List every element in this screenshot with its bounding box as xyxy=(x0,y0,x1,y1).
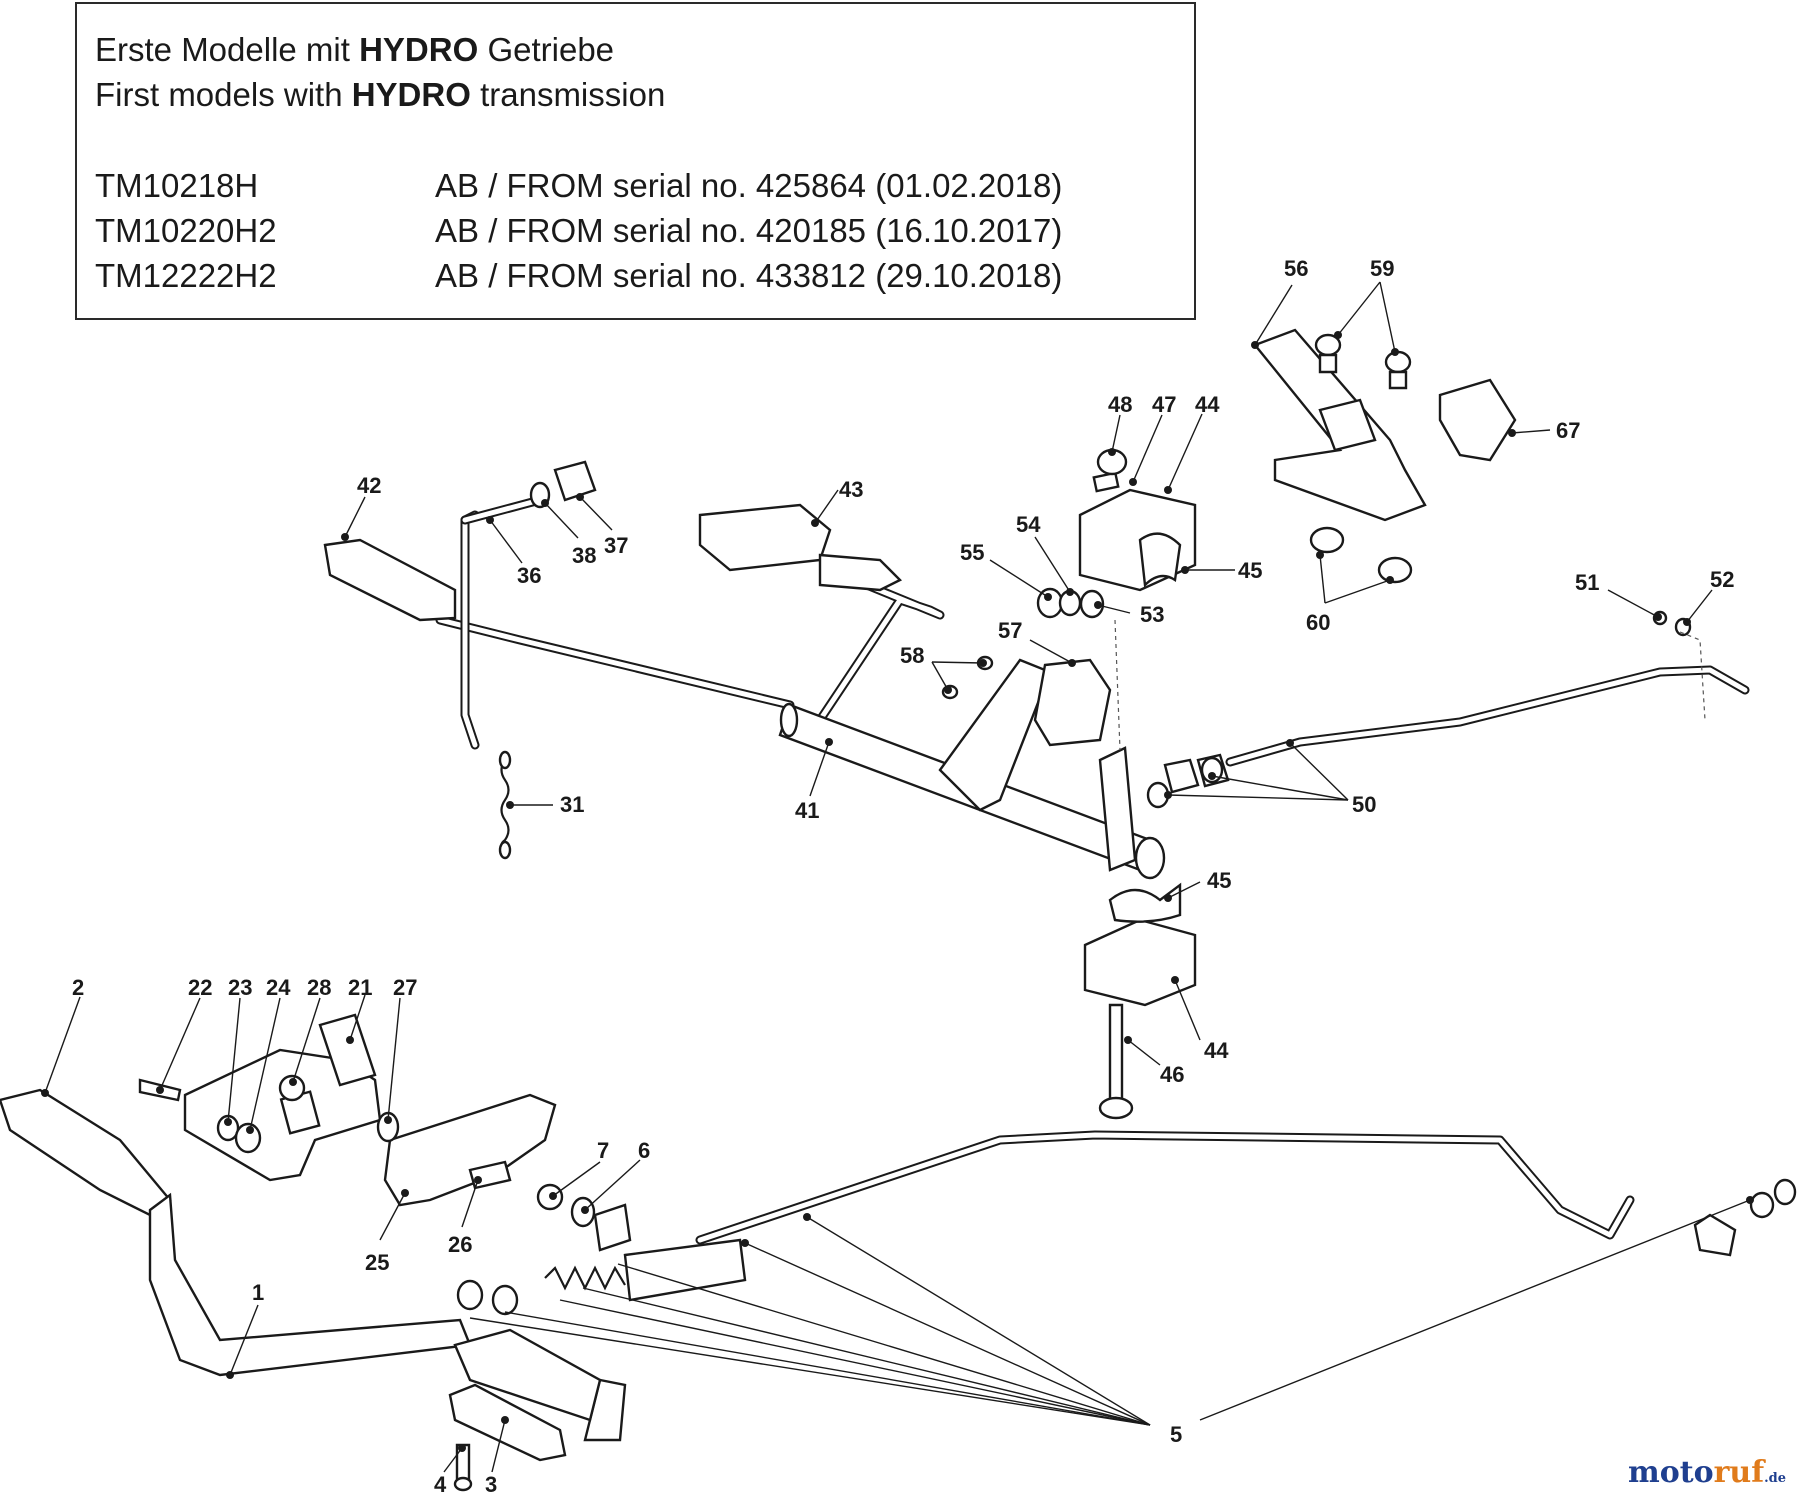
callout-58: 58 xyxy=(900,643,924,668)
model-name: TM12222H2 xyxy=(95,257,277,294)
callout-37: 37 xyxy=(604,533,628,558)
callout-57: 57 xyxy=(998,618,1022,643)
callout-60: 60 xyxy=(1306,610,1330,635)
callout-36: 36 xyxy=(517,563,541,588)
callout-4: 4 xyxy=(434,1472,447,1497)
serial-range: AB / FROM serial no. 425864 (01.02.2018) xyxy=(435,167,1063,204)
callout-50: 50 xyxy=(1352,792,1376,817)
model-info-box: Erste Modelle mit HYDRO Getriebe First m… xyxy=(75,2,1196,320)
callout-44-upper: 44 xyxy=(1195,392,1220,417)
callout-67: 67 xyxy=(1556,418,1580,443)
motoruf-logo: motoruf.de xyxy=(1627,1455,1786,1490)
callout-5: 5 xyxy=(1170,1422,1182,1447)
callout-41: 41 xyxy=(795,798,819,823)
callout-54: 54 xyxy=(1016,512,1041,537)
callout-56: 56 xyxy=(1284,256,1308,281)
callout-44-lower: 44 xyxy=(1204,1038,1229,1063)
upper-right-parts xyxy=(1253,328,1706,721)
callout-43: 43 xyxy=(839,477,863,502)
callout-45-upper: 45 xyxy=(1238,558,1262,583)
callout-31: 31 xyxy=(560,792,584,817)
callout-47: 47 xyxy=(1152,392,1176,417)
callout-3: 3 xyxy=(485,1472,497,1497)
callout-leaders xyxy=(41,281,1754,1473)
callout-labels: 1 2 3 4 5 6 7 21 22 23 24 25 26 27 28 31… xyxy=(72,256,1734,1497)
serial-range: AB / FROM serial no. 420185 (16.10.2017) xyxy=(435,212,1063,249)
callout-7: 7 xyxy=(597,1138,609,1163)
callout-46: 46 xyxy=(1160,1062,1184,1087)
callout-52: 52 xyxy=(1710,567,1734,592)
callout-42: 42 xyxy=(357,473,381,498)
bearing-block-assembly xyxy=(1036,448,1197,1120)
callout-28: 28 xyxy=(307,975,331,1000)
callout-22: 22 xyxy=(188,975,212,1000)
callout-55: 55 xyxy=(960,540,984,565)
callout-45-lower: 45 xyxy=(1207,868,1231,893)
callout-48: 48 xyxy=(1108,392,1132,417)
callout-26: 26 xyxy=(448,1232,472,1257)
callout-21: 21 xyxy=(348,975,372,1000)
upper-rod-assembly xyxy=(323,460,1750,880)
callout-1: 1 xyxy=(252,1280,264,1305)
callout-59: 59 xyxy=(1370,256,1394,281)
model-name: TM10218H xyxy=(95,167,259,204)
model-name: TM10220H2 xyxy=(95,212,277,249)
callout-38: 38 xyxy=(572,543,596,568)
lower-pedal-assembly xyxy=(0,1013,1797,1492)
title-english: First models with HYDRO transmission xyxy=(95,76,666,113)
callout-25: 25 xyxy=(365,1250,389,1275)
callout-6: 6 xyxy=(638,1138,650,1163)
callout-2: 2 xyxy=(72,975,84,1000)
title-german: Erste Modelle mit HYDRO Getriebe xyxy=(95,31,615,68)
callout-51: 51 xyxy=(1575,570,1599,595)
callout-24: 24 xyxy=(266,975,291,1000)
serial-range: AB / FROM serial no. 433812 (29.10.2018) xyxy=(435,257,1063,294)
callout-23: 23 xyxy=(228,975,252,1000)
callout-53: 53 xyxy=(1140,602,1164,627)
callout-27: 27 xyxy=(393,975,417,1000)
